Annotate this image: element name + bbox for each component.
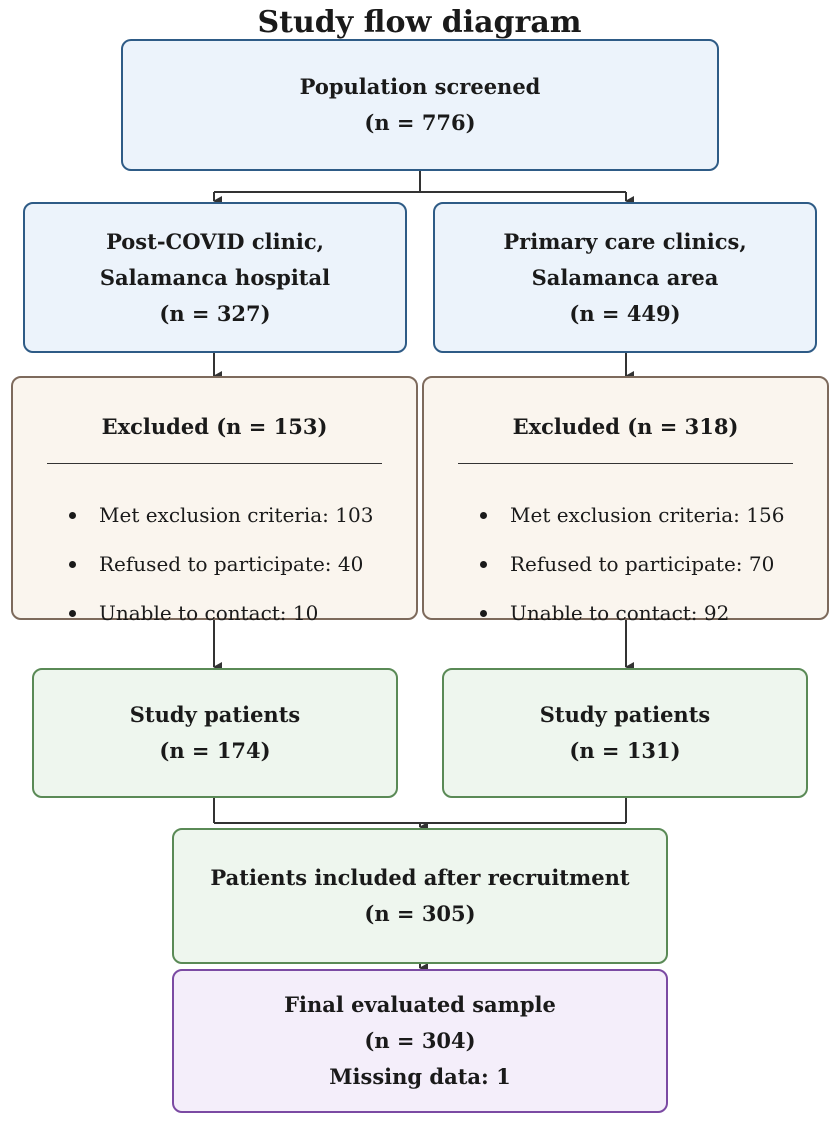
right-excluded-box: Excluded (n = 318) Met exclusion criteri… [422,376,829,625]
included-box: Patients included after recruitment (n =… [172,828,668,964]
right-excluded-list: Met exclusion criteria: 156 Refused to p… [476,491,784,638]
final-label: Final evaluated sample [284,992,556,1017]
diagram-title: Study flow diagram [257,5,582,40]
left-source-line1: Post-COVID clinic, [106,228,324,254]
left-excluded-title: Excluded (n = 153) [101,414,328,439]
list-item: Unable to contact: 92 [476,589,784,638]
right-source-line2: Salamanca area [531,264,719,290]
left-excluded-divider [47,463,382,464]
final-missing: Missing data: 1 [329,1064,511,1089]
left-excluded-box: Excluded (n = 153) Met exclusion criteri… [11,376,418,625]
right-study-box: Study patients (n = 131) [442,668,808,798]
right-source-box: Primary care clinics, Salamanca area (n … [433,202,817,353]
right-study-label: Study patients [539,702,711,727]
left-excluded-list: Met exclusion criteria: 103 Refused to p… [65,491,373,638]
left-study-box: Study patients (n = 174) [32,668,398,798]
right-excluded-divider [458,463,793,464]
final-box: Final evaluated sample (n = 304) Missing… [172,969,668,1113]
right-excluded-title: Excluded (n = 318) [512,414,739,439]
left-source-box: Post-COVID clinic, Salamanca hospital (n… [23,202,407,353]
right-source-count: (n = 449) [569,300,681,326]
left-study-label: Study patients [129,702,301,727]
screened-count: (n = 776) [364,110,476,135]
list-item: Met exclusion criteria: 103 [65,491,373,540]
list-item: Refused to participate: 40 [65,540,373,589]
final-count: (n = 304) [364,1028,476,1053]
list-item: Unable to contact: 10 [65,589,373,638]
screened-box: Population screened (n = 776) [121,39,719,171]
right-study-count: (n = 131) [569,738,681,763]
right-source-line1: Primary care clinics, [503,228,747,254]
screened-label: Population screened [299,74,541,99]
left-source-line2: Salamanca hospital [99,264,331,290]
included-count: (n = 305) [364,901,476,926]
list-item: Met exclusion criteria: 156 [476,491,784,540]
left-study-count: (n = 174) [159,738,271,763]
list-item: Refused to participate: 70 [476,540,784,589]
left-source-count: (n = 327) [159,300,271,326]
included-label: Patients included after recruitment [210,865,630,890]
